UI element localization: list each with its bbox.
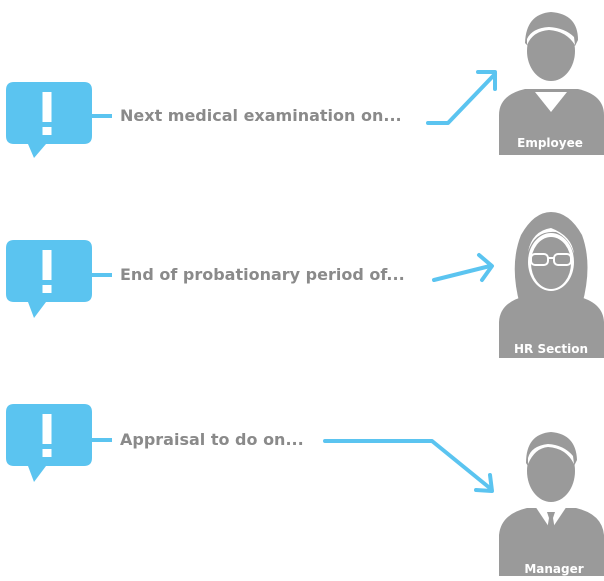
hr-section-avatar bbox=[499, 212, 604, 358]
recipient-label-employee: Employee bbox=[517, 136, 583, 150]
notification-message-3: Appraisal to do on... bbox=[120, 430, 304, 449]
manager-avatar bbox=[499, 432, 604, 576]
notification-message-2: End of probationary period of... bbox=[120, 265, 405, 284]
exclamation-icon bbox=[42, 250, 52, 280]
alert-bubble-2 bbox=[6, 240, 92, 318]
arrow-head-1 bbox=[476, 70, 497, 91]
exclamation-icon bbox=[42, 414, 52, 444]
arrow-head-3 bbox=[474, 473, 494, 493]
arrow-head-2 bbox=[477, 253, 494, 282]
arrow-line-1 bbox=[426, 72, 497, 125]
recipient-label-hr-section: HR Section bbox=[514, 342, 588, 356]
alert-bubble-3 bbox=[6, 404, 92, 482]
employee-avatar bbox=[499, 12, 604, 155]
arrow-line-2 bbox=[432, 264, 492, 282]
recipient-label-manager: Manager bbox=[524, 562, 583, 576]
arrow-line-3 bbox=[323, 439, 493, 491]
exclamation-icon bbox=[42, 92, 52, 122]
alert-bubble-1 bbox=[6, 82, 92, 158]
notification-message-1: Next medical examination on... bbox=[120, 106, 402, 125]
